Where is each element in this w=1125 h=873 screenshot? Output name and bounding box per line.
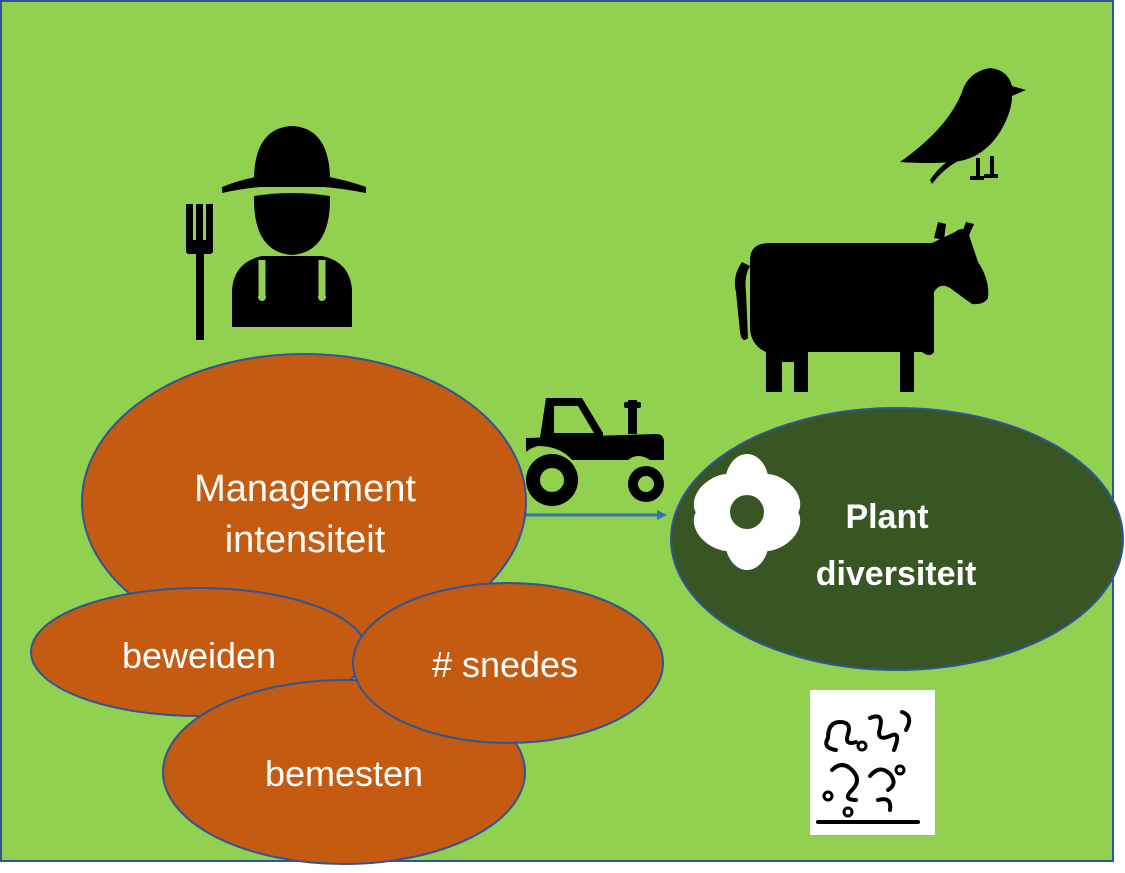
soil-organisms-icon <box>810 690 935 835</box>
management-label-line2: intensiteit <box>225 519 386 561</box>
pitchfork-icon <box>186 204 213 340</box>
overall-buttons <box>258 293 326 301</box>
overall-straps <box>258 260 326 297</box>
plant-label-line2: diversiteit <box>816 555 977 593</box>
plant-label-line1: Plant <box>845 498 928 536</box>
flower-icon <box>693 454 801 570</box>
beweiden-label: beweiden <box>122 635 276 676</box>
node-snedes <box>352 582 664 744</box>
tractor-icon <box>526 398 664 506</box>
bird-icon <box>900 68 1026 184</box>
bemesten-label: bemesten <box>265 753 423 794</box>
management-label-line1: Management <box>194 468 416 510</box>
cow-icon <box>734 222 989 392</box>
node-plant-diversiteit <box>670 407 1124 671</box>
snedes-label: # snedes <box>432 644 578 685</box>
